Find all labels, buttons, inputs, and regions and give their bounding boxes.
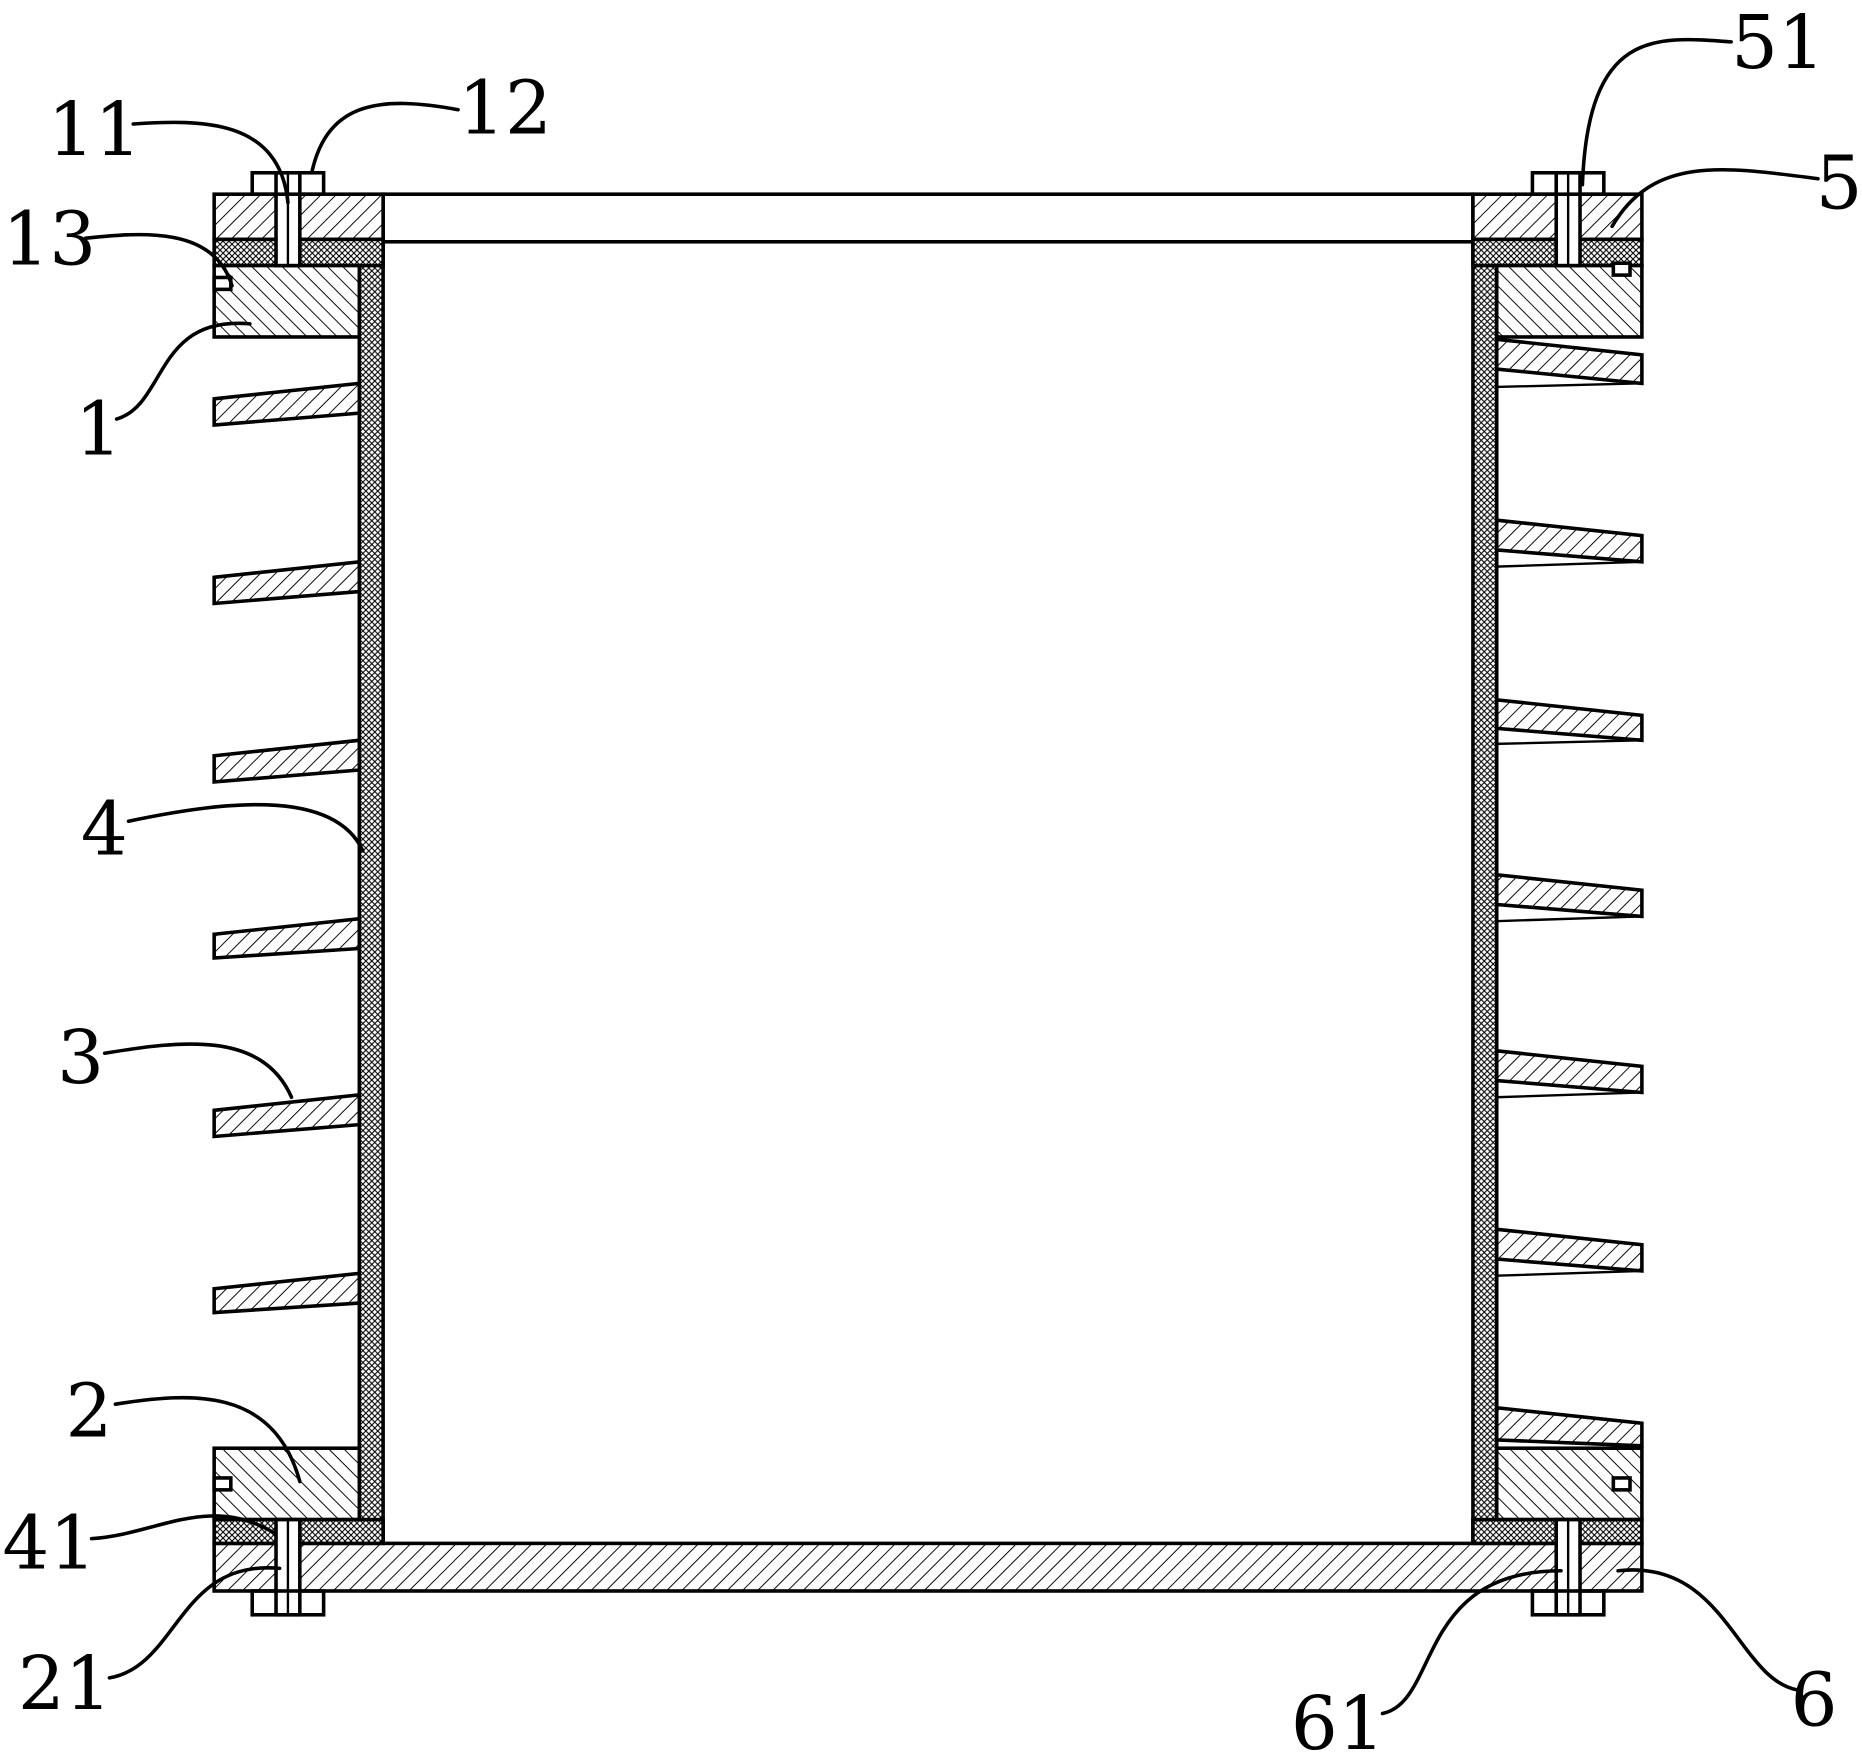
callout-6: 6 [1791,1658,1838,1743]
leader-61 [1380,1568,1563,1716]
left-fin [212,381,362,427]
right-fin-underside [1495,369,1642,389]
right-fin [1494,1405,1644,1448]
leader-41 [89,1514,276,1541]
bottom-plate [212,1541,1644,1593]
top-right-lower-flange [1494,263,1644,339]
left-fin [212,738,362,784]
leader-5 [1610,167,1820,229]
right-fin [1494,697,1644,743]
leader-3 [102,1042,294,1100]
right-fin [1494,872,1644,919]
right-fin-underside [1495,728,1642,746]
right-fin [1494,337,1644,386]
callout-12: 12 [458,67,552,152]
callout-11: 11 [48,88,142,173]
left-fin [212,1271,362,1315]
top-right-notch [1611,261,1632,277]
right-fins [1494,337,1644,1448]
right-fin-underside [1495,1259,1642,1277]
left-fin [212,559,362,606]
bottom-left-notch [212,1476,233,1492]
leader-6 [1616,1568,1799,1692]
callout-21: 21 [18,1642,112,1727]
leader-2 [113,1395,302,1484]
right-fin [1494,1048,1644,1095]
bottom-left-flange [212,1446,362,1522]
leader-21 [107,1566,282,1680]
callout-5: 5 [1816,141,1862,226]
callout-61: 61 [1291,1682,1385,1759]
callout-3: 3 [57,1016,104,1101]
right-fin-underside [1495,1080,1642,1099]
right-fin [1494,518,1644,564]
left-fin [212,1092,362,1139]
bottom-right-nut [1530,1589,1606,1617]
leader-4 [126,802,365,853]
leader-1 [114,321,252,421]
leader-51 [1580,37,1733,187]
left-fins [212,381,362,1315]
top-rim [381,192,1475,244]
left-wall [357,237,385,1546]
callout-4: 4 [81,788,128,873]
leader-13 [83,232,234,288]
top-right-nut [1530,170,1606,196]
left-fin [212,916,362,960]
leader-11 [131,120,290,205]
bottom-right-notch [1611,1476,1632,1492]
bottom-left-nut [250,1589,326,1617]
leader-12 [309,101,460,175]
leader-lines [83,37,1820,1716]
right-fin-underside [1495,549,1642,568]
top-left-lower-flange [212,263,362,339]
callout-41: 41 [2,1501,96,1586]
callout-1: 1 [75,388,122,473]
right-fin [1494,1227,1644,1273]
callout-13: 13 [2,197,96,282]
callout-2: 2 [65,1369,112,1454]
callout-51: 51 [1731,1,1825,86]
right-fin-underside [1495,904,1642,923]
right-wall [1471,237,1499,1546]
